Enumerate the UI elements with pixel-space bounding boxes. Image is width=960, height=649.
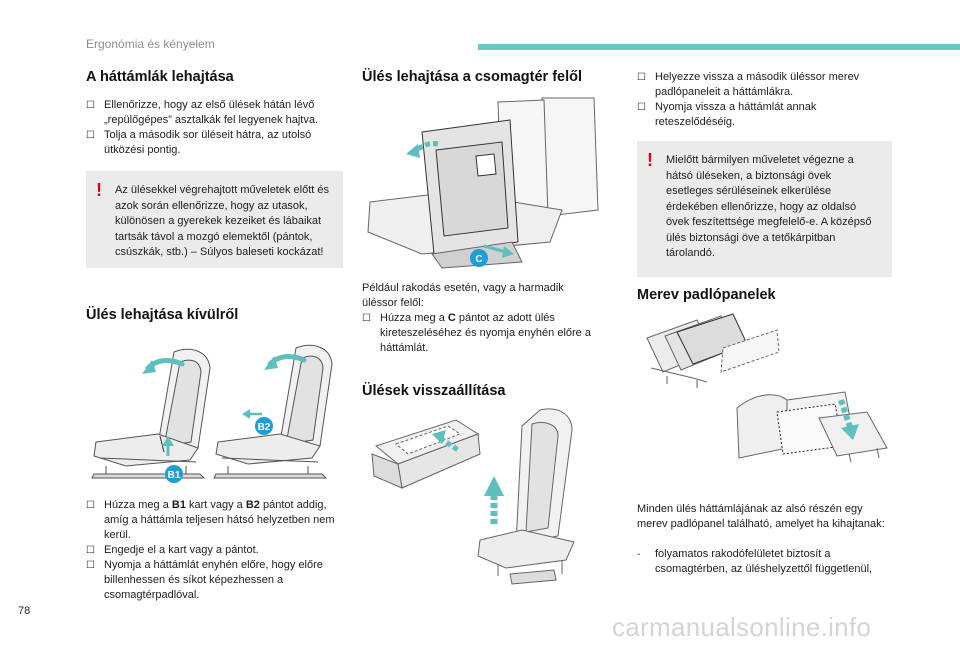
checkbox-icon: ☐ [86, 500, 95, 511]
list-item: ☐Nyomja vissza a háttámlát annak retesze… [637, 101, 817, 128]
warning-box-1: ! Az ülésekkel végrehajtott műveletek el… [86, 171, 343, 268]
bullet-list-3: ☐Húzza meg a C pántot az adott ülés kire… [362, 311, 602, 356]
bullet-list-2: ☐Húzza meg a B1 kart vagy a B2 pántot ad… [86, 498, 344, 603]
warning-icon: ! [647, 150, 653, 170]
heading-fold-from-outside: Ülés lehajtása kívülről [86, 307, 239, 323]
checkbox-icon: ☐ [362, 313, 371, 324]
checkbox-icon: ☐ [86, 560, 95, 571]
list-item: ☐Tolja a második sor üléseit hátra, az u… [86, 129, 312, 156]
checkbox-icon: ☐ [637, 72, 646, 83]
list-item: -folyamatos rakodófelületet biztosít a c… [637, 548, 873, 575]
watermark: carmanualsonline.info [612, 612, 872, 642]
seat-fold-outside-illustration: B1 B2 [91, 344, 333, 483]
page-number: 78 [18, 605, 31, 617]
heading-fold-from-boot: Ülés lehajtása a csomagtér felől [362, 69, 583, 85]
dash-list: -folyamatos rakodófelületet biztosít a c… [637, 547, 892, 577]
checkbox-icon: ☐ [86, 545, 95, 556]
seat-restore-illustration [371, 408, 575, 585]
list-item: ☐Helyezze vissza a második üléssor merev… [637, 71, 860, 98]
heading-rigid-floor-panels: Merev padlópanelek [637, 287, 776, 303]
heading-restore-seats: Ülések visszaállítása [362, 383, 506, 399]
warning-box-2: ! Mielőtt bármilyen műveletet végezne a … [637, 141, 892, 277]
bullet-list-1: ☐Ellenőrizze, hogy az első ülések hátán … [86, 98, 344, 158]
list-item: ☐Ellenőrizze, hogy az első ülések hátán … [86, 99, 319, 126]
paragraph-example: Például rakodás esetén, vagy a harmadik … [362, 282, 564, 309]
floor-panel-illustration [646, 313, 888, 463]
list-item: ☐Engedje el a kart vagy a pántot. [86, 544, 259, 556]
section-title: Ergonómia és kényelem [86, 37, 215, 51]
heading-folding-backrests: A háttámlák lehajtása [86, 69, 234, 85]
header-accent-bar [478, 44, 960, 50]
list-item: ☐Húzza meg a C pántot az adott ülés kire… [362, 312, 591, 354]
callout-b1: B1 [168, 470, 181, 481]
checkbox-icon: ☐ [86, 130, 95, 141]
checkbox-icon: ☐ [637, 102, 646, 113]
list-item: ☐Nyomja a háttámlát enyhén előre, hogy e… [86, 559, 323, 601]
paragraph-panels: Minden ülés háttámlájának az alsó részén… [637, 503, 885, 530]
checkbox-icon: ☐ [86, 100, 95, 111]
callout-b2: B2 [258, 422, 271, 433]
dash-marker: - [637, 549, 641, 560]
seat-fold-boot-illustration: C [367, 97, 599, 269]
callout-c: C [475, 254, 482, 265]
warning-icon: ! [96, 180, 102, 200]
list-item: ☐Húzza meg a B1 kart vagy a B2 pántot ad… [86, 499, 335, 541]
bullet-list-4: ☐Helyezze vissza a második üléssor merev… [637, 70, 892, 130]
